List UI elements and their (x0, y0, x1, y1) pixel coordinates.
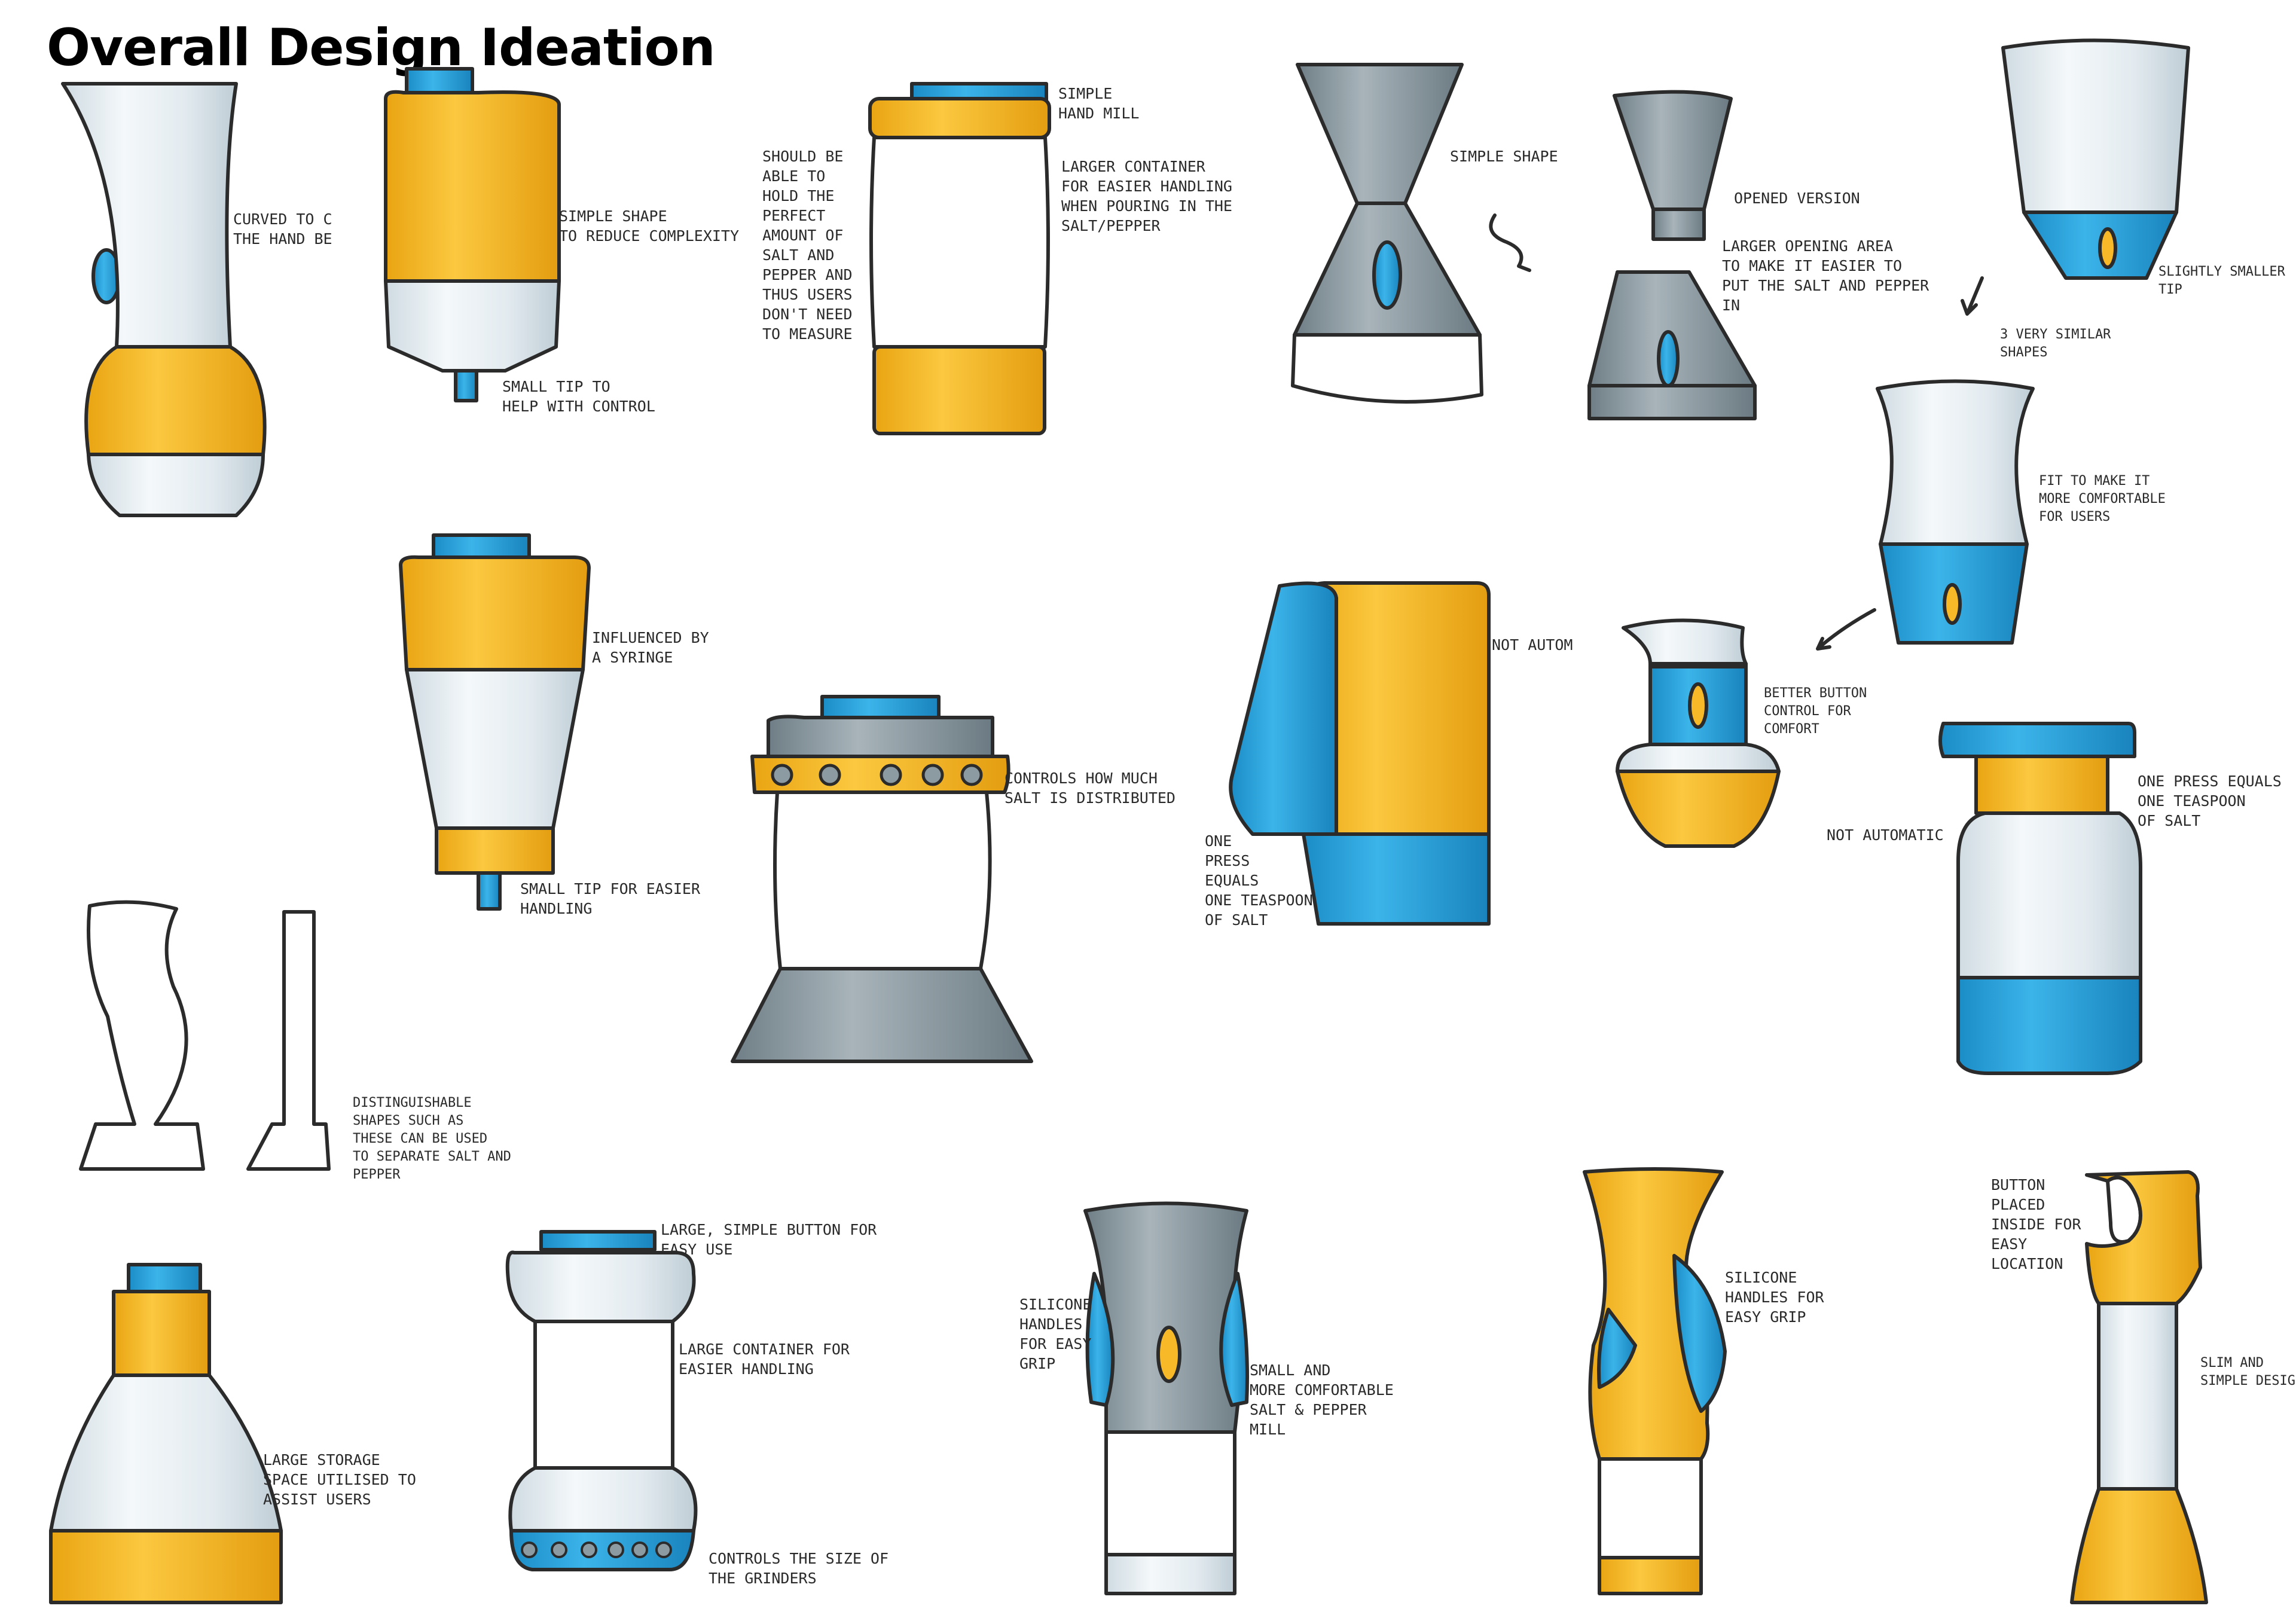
note-one-press-left: ONE PRESS EQUALS ONE TEASPOON OF SALT (1205, 832, 1313, 929)
note-button-placed: BUTTON PLACED INSIDE FOR EASY LOCATION (1991, 1176, 2081, 1272)
note-small-tip-easier: SMALL TIP FOR EASIER HANDLING (520, 880, 701, 917)
note-small-tip-control: SMALL TIP TO HELP WITH CONTROL (502, 378, 655, 415)
note-should-be-able: SHOULD BE ABLE TO HOLD THE PERFECT AMOUN… (762, 148, 853, 343)
page-title: Overall Design Ideation (47, 18, 716, 78)
sketch-grinder-button (505, 1230, 698, 1571)
sketch-slim-design (2070, 1170, 2208, 1604)
sketch-distinguishable-shapes (79, 900, 331, 1171)
sketch-comfort-button (1616, 618, 1781, 848)
note-influenced-syringe: INFLUENCED BY A SYRINGE (592, 629, 709, 666)
note-silicone-left: SILICONE HANDLES FOR EASY GRIP (1019, 1296, 1092, 1372)
note-silicone-right: SILICONE HANDLES FOR EASY GRIP (1725, 1269, 1824, 1326)
note-curved-hand: CURVED TO C THE HAND BE (233, 210, 332, 248)
note-three-similar: 3 VERY SIMILAR SHAPES (2000, 327, 2111, 360)
sketch-simple-shape (384, 67, 561, 402)
sketch-glass-tip (2001, 38, 2190, 280)
note-large-storage: LARGE STORAGE SPACE UTILISED TO ASSIST U… (263, 1451, 416, 1508)
sketch-silicone-grey (1083, 1201, 1249, 1595)
note-simple-shape-complexity: SIMPLE SHAPE TO REDUCE COMPLEXITY (559, 207, 740, 245)
note-not-automatic: NOT AUTOMATIC (1827, 826, 1944, 844)
sketch-syringe (399, 533, 591, 911)
note-slightly-smaller-tip: SLIGHTLY SMALLER TIP (2158, 264, 2285, 297)
sketch-dispenser (731, 695, 1033, 1063)
arrow-down-2 (1816, 608, 1876, 651)
note-one-press-right: ONE PRESS EQUALS ONE TEASPOON OF SALT (2138, 773, 2282, 829)
sketch-grey-hourglass (1291, 63, 1483, 404)
note-better-button: BETTER BUTTON CONTROL FOR COMFORT (1764, 686, 1867, 737)
note-large-container-handling: LARGE CONTAINER FOR EASIER HANDLING (679, 1341, 850, 1378)
note-slim-simple: SLIM AND SIMPLE DESIGN (2200, 1356, 2296, 1388)
note-fit-comfortable: FIT TO MAKE IT MORE COMFORTABLE FOR USER… (2039, 474, 2166, 524)
note-controls-grinders: CONTROLS THE SIZE OF THE GRINDERS (709, 1550, 889, 1587)
sketch-hand-mill (868, 82, 1051, 435)
note-simple-shape: SIMPLE SHAPE (1450, 148, 1558, 165)
note-simple-hand-mill: SIMPLE HAND MILL (1058, 85, 1140, 122)
sketch-one-press (1938, 722, 2142, 1075)
note-opened-version: OPENED VERSION (1734, 190, 1860, 207)
note-controls-how-much: CONTROLS HOW MUCH SALT IS DISTRIBUTED (1004, 770, 1176, 807)
note-distinguishable: DISTINGUISHABLE SHAPES SUCH AS THESE CAN… (353, 1095, 511, 1182)
sketch-large-storage (49, 1263, 283, 1604)
sketch-press-teaspoon (1229, 581, 1491, 926)
sketch-opened-version (1587, 90, 1757, 420)
note-larger-opening: LARGER OPENING AREA TO MAKE IT EASIER TO… (1722, 237, 1929, 314)
note-small-comfortable: SMALL AND MORE COMFORTABLE SALT & PEPPER… (1250, 1362, 1394, 1438)
note-large-simple-button: LARGE, SIMPLE BUTTON FOR EASY USE (661, 1221, 877, 1258)
sketch-fit-shape (1876, 379, 2035, 645)
note-not-autom: NOT AUTOM (1492, 636, 1573, 654)
note-larger-container: LARGER CONTAINER FOR EASIER HANDLING WHE… (1061, 158, 1232, 234)
sketch-curved-grip (61, 82, 267, 517)
arrow-to-opened (1489, 213, 1531, 272)
sketch-yellow-twist (1583, 1167, 1727, 1595)
arrow-down-1 (1961, 276, 1984, 316)
